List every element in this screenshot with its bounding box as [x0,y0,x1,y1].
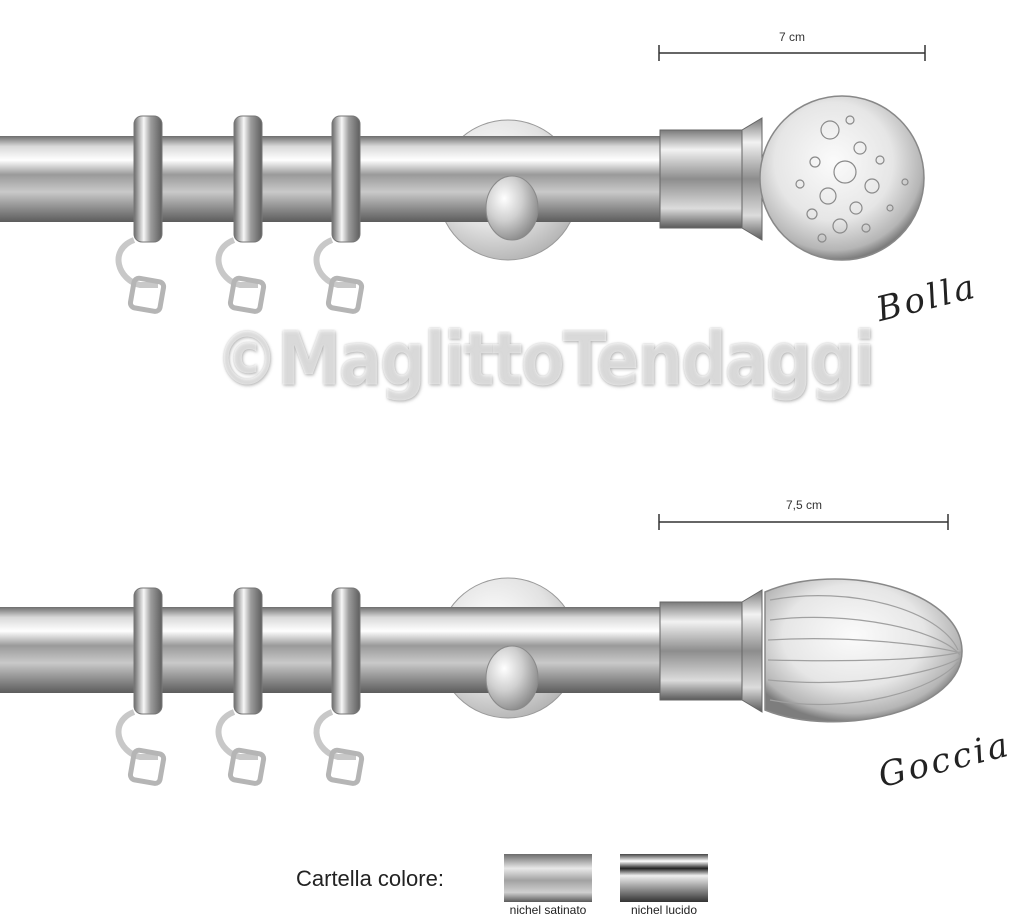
end-sleeve [659,601,743,701]
product-bolla: 7 cm Bolla [0,0,1024,400]
finial-goccia [764,578,963,723]
bracket-knob [485,645,539,711]
swatch-image [504,854,592,902]
dimension-line [658,514,949,530]
swatch-nichel-satinato [504,854,592,902]
swatch-label: nichel satinato [509,903,587,917]
curtain-rod-goccia-image [0,514,963,786]
swatch-nichel-lucido [620,854,708,902]
rings [115,115,365,314]
bracket-knob [485,175,539,241]
finial-bolla [759,95,925,261]
swatch-image [620,854,708,902]
legend-title: Cartella colore: [296,866,444,891]
dimension-label: 7 cm [778,30,805,44]
swatch-label: nichel lucido [630,903,698,917]
end-sleeve [659,129,743,229]
dimension-line [658,45,926,61]
rings [115,587,365,786]
watermark: ©MaglittoTendaggi [215,318,875,404]
dimension-label: 7,5 cm [785,498,822,512]
curtain-rod-bolla-image [0,45,926,314]
product-goccia: 7,5 cm Goccia [0,470,1024,870]
